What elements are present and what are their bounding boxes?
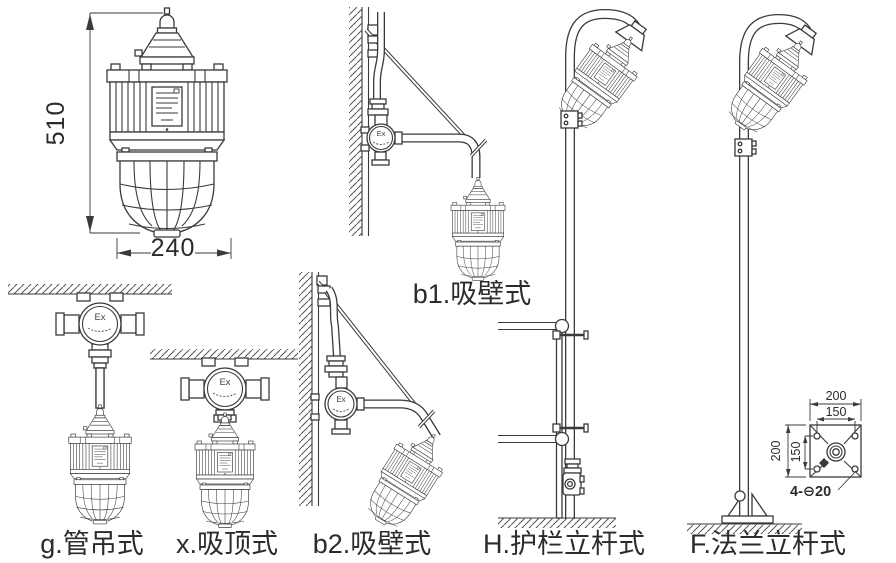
mount-g: Ex g.管吊式 (8, 284, 172, 559)
flange-dim-outer-width: 200 (826, 389, 847, 403)
label-x: x.吸顶式 (176, 529, 278, 559)
mount-x: Ex x.吸顶式 (150, 349, 298, 559)
mount-b2: Ex b2.吸壁式 (299, 272, 458, 559)
mount-h: H.护栏立杆式 (483, 9, 663, 559)
label-f: F.法兰立杆式 (690, 529, 846, 559)
dim-height: 510 (42, 12, 163, 234)
lamp-drawing-g (68, 404, 132, 525)
ex-label-g: Ex (94, 312, 105, 323)
flange-detail: 200 150 200 150 4-⊖20 (769, 389, 862, 500)
label-b2: b2.吸壁式 (313, 529, 432, 559)
main-lamp-view (106, 7, 228, 238)
ex-label-x: Ex (219, 377, 230, 388)
mount-f: F.法兰立杆式 (687, 13, 846, 559)
flange-dim-outer-height: 200 (769, 441, 783, 462)
dim-width: 240 (116, 234, 232, 262)
flange-dim-hole-height: 150 (789, 442, 803, 463)
dim-value-height: 510 (42, 101, 70, 146)
label-b1: b1.吸壁式 (413, 279, 532, 309)
dim-value-width: 240 (151, 234, 196, 262)
flange-bolt-holes: 4-⊖20 (790, 484, 831, 500)
junction-box-g (55, 292, 145, 358)
label-h: H.护栏立杆式 (483, 529, 645, 559)
lamp-drawing-main (106, 7, 228, 238)
label-g: g.管吊式 (40, 529, 144, 559)
ex-label-b2: Ex (336, 395, 345, 404)
lamp-drawing-b1 (450, 177, 506, 281)
ex-label-b1: Ex (377, 129, 386, 138)
flange-dim-hole-width: 150 (826, 405, 847, 419)
lamp-drawing-f (717, 13, 833, 143)
mount-b1: Ex b1.吸壁式 (349, 7, 531, 309)
lamp-drawing-x (194, 412, 256, 528)
lamp-drawing-b2 (356, 420, 458, 537)
